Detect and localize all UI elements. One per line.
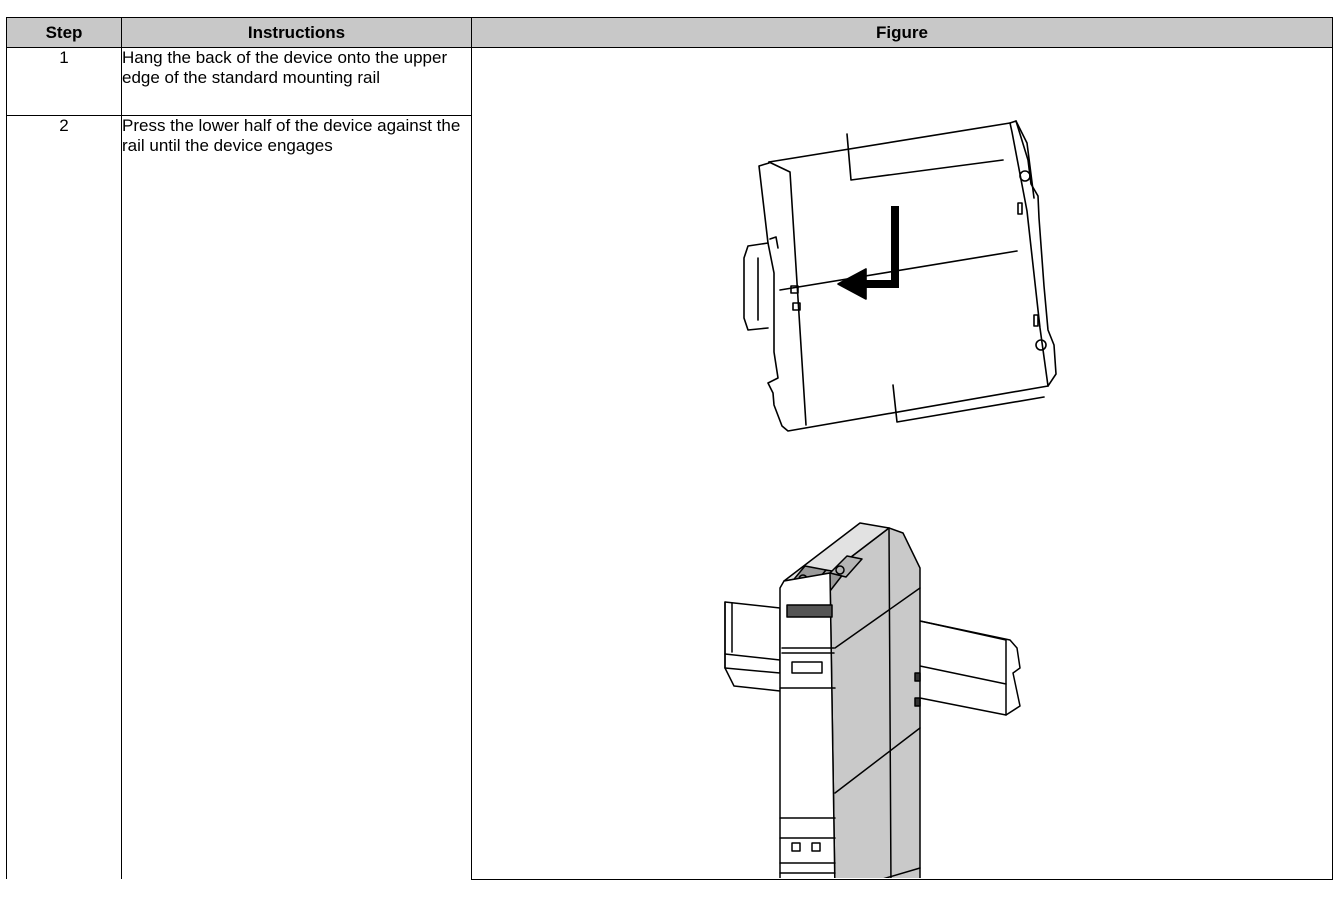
figure-cell	[471, 47, 1333, 880]
table-row: 1 Hang the back of the device onto the u…	[6, 47, 1333, 880]
device-side-view-icon	[743, 120, 1057, 432]
header-figure: Figure	[471, 17, 1333, 48]
instruction-table: Step Instructions Figure 1 Hang the back…	[6, 17, 1333, 880]
instruction-text: Press the lower half of the device again…	[121, 115, 472, 879]
table-row: 2 Press the lower half of the device aga…	[6, 115, 1333, 879]
header-step: Step	[6, 17, 122, 48]
step-number: 2	[6, 115, 122, 879]
header-instructions: Instructions	[121, 17, 472, 48]
step-number: 1	[6, 47, 122, 116]
device-on-rail-icon	[724, 522, 1021, 878]
header-row: Step Instructions Figure	[6, 17, 1333, 48]
instruction-text: Hang the back of the device onto the upp…	[121, 47, 472, 116]
figure-illustration	[724, 120, 1057, 878]
